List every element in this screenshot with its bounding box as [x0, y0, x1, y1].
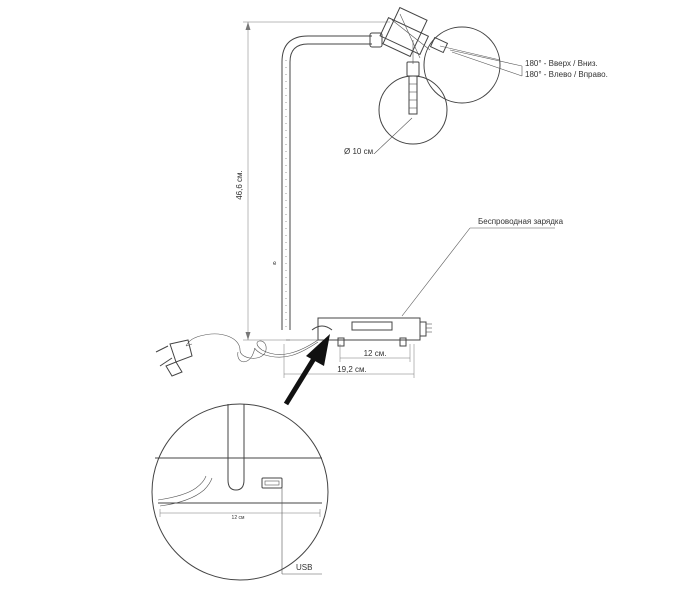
head-diameter-label: Ø 10 см. [344, 147, 375, 156]
lamp-base [286, 317, 432, 347]
base-length-label: 12 см. [364, 349, 387, 358]
rotation-horizontal-label: 180° - Влево / Вправо. [525, 70, 608, 79]
usb-port-icon [261, 477, 283, 489]
base-dimensions: 12 см. 19,2 см. [283, 344, 415, 378]
detail-length-label: 12 см [232, 515, 245, 521]
total-length-label: 19,2 см. [337, 365, 367, 374]
rotation-annotation: 180° - Вверх / Вниз. 180° - Влево / Впра… [449, 49, 608, 79]
usb-detail-view: 12 см [151, 403, 329, 581]
rotation-vertical-label: 180° - Вверх / Вниз. [525, 59, 598, 68]
height-label: 46,6 см. [235, 170, 244, 200]
usb-annotation: USB [281, 488, 322, 575]
lamp-head [378, 6, 501, 145]
diameter-annotation: Ø 10 см. [344, 117, 413, 156]
wireless-charging-annotation: Беспроводная зарядка [401, 217, 564, 317]
wireless-charging-pad [351, 321, 393, 331]
height-dimension: 46,6 см. [235, 21, 390, 341]
wireless-charging-label: Беспроводная зарядка [478, 217, 564, 226]
svg-text:e: e [273, 261, 277, 267]
usb-label: USB [296, 563, 312, 572]
lamp-arm: e [273, 32, 383, 330]
power-plug-icon [155, 339, 193, 377]
detail-pointer-arrow [283, 334, 330, 406]
power-cable [185, 333, 319, 363]
lamp-shade-circle-lower [378, 75, 448, 145]
lamp-shade-circle-upper [423, 26, 501, 104]
